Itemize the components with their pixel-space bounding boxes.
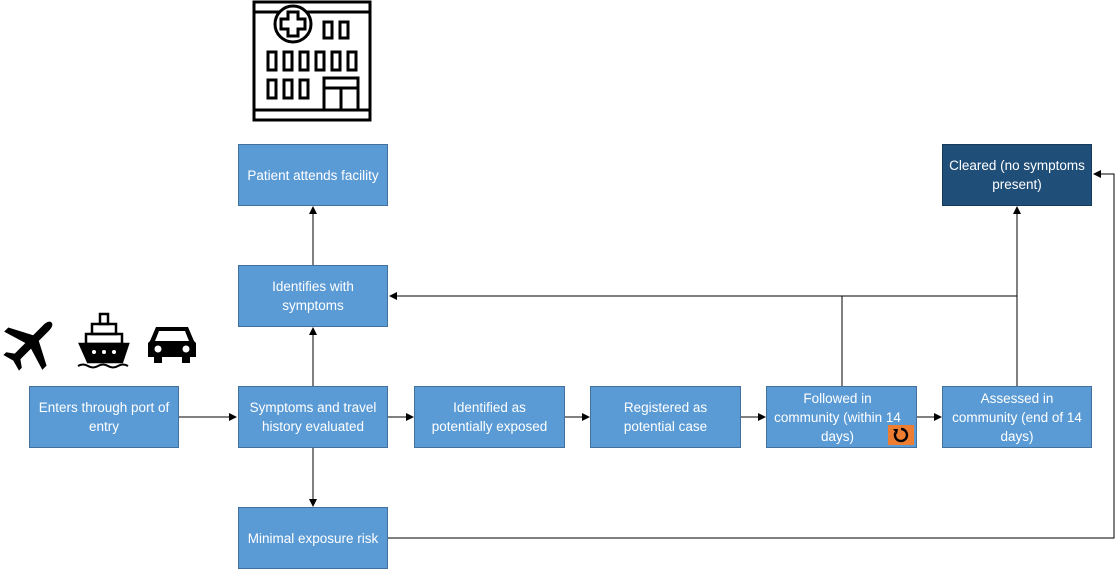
ship-icon [77, 312, 130, 369]
arrow-minimal-to-cleared [388, 170, 1115, 539]
hospital-icon [252, 0, 372, 122]
box-followed-community-label: Followed in community (within 14 days) [774, 390, 901, 444]
box-patient-attends: Patient attends facility [238, 144, 388, 206]
airplane-icon [3, 321, 53, 371]
box-assessed-community: Assessed in community (end of 14 days) [942, 386, 1092, 448]
box-cleared: Cleared (no symptoms present) [942, 144, 1092, 206]
box-identifies-symptoms: Identifies with symptoms [238, 265, 388, 327]
box-registered-case: Registered as potential case [590, 386, 741, 448]
refresh-icon [888, 425, 914, 445]
box-minimal-exposure: Minimal exposure risk [238, 507, 388, 569]
box-identified-exposed: Identified as potentially exposed [414, 386, 565, 448]
car-icon [148, 327, 196, 363]
box-symptoms-travel: Symptoms and travel history evaluated [238, 386, 388, 448]
box-enters-port: Enters through port of entry [29, 386, 179, 448]
